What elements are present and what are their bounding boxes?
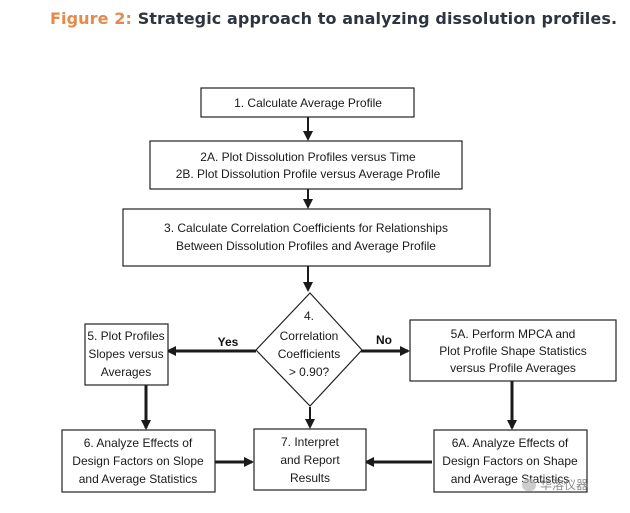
node-step6a: 6A. Analyze Effects of Design Factors on… [433,429,588,493]
node-step7: 7. Interpret and Report Results [253,428,367,491]
node-step6-line-2: Design Factors on Slope [72,454,204,468]
node-step4-line-3: Coefficients [278,347,340,361]
node-step7-line-1: 7. Interpret [281,435,340,449]
node-step7-line-2: and Report [280,453,340,467]
node-step6a-line-3: and Average Statistics [451,472,570,486]
watermark: 华溶仪器 [522,476,588,493]
node-step7-line-3: Results [290,471,330,485]
node-step6: 6. Analyze Effects of Design Factors on … [61,429,216,493]
node-step6-line-1: 6. Analyze Effects of [84,436,193,450]
node-step6-line-3: and Average Statistics [79,472,198,486]
node-step1-line-1: 1. Calculate Average Profile [234,96,382,110]
node-step3: 3. Calculate Correlation Coefficients fo… [122,208,491,267]
node-step3-line-2: Between Dissolution Profiles and Average… [176,239,436,253]
figure-label: Figure 2: [50,9,133,28]
node-step2: 2A. Plot Dissolution Profiles versus Tim… [149,140,463,190]
node-step2-line-2: 2B. Plot Dissolution Profile versus Aver… [176,167,441,181]
node-step6a-line-1: 6A. Analyze Effects of [452,436,569,450]
node-step5: 5. Plot Profiles Slopes versus Averages [84,323,169,386]
node-step6a-line-2: Design Factors on Shape [442,454,578,468]
node-step5a-line-1: 5A. Perform MPCA and [451,327,576,341]
wechat-icon [522,479,536,491]
node-step4-line-4: > 0.90? [289,365,330,379]
node-step5-line-3: Averages [101,365,151,379]
node-step4-line-2: Correlation [280,329,339,343]
branch-no-label: No [376,333,392,347]
node-step4-decision: 4. Correlation Coefficients > 0.90? [255,292,363,407]
node-step5a-line-3: versus Profile Averages [450,361,576,375]
figure-title: Strategic approach to analyzing dissolut… [137,9,618,28]
branch-yes-label: Yes [218,335,239,349]
node-step5a-line-2: Plot Profile Shape Statistics [439,344,586,358]
node-step5a: 5A. Perform MPCA and Plot Profile Shape … [409,319,617,382]
node-step3-line-1: 3. Calculate Correlation Coefficients fo… [164,221,448,235]
node-step2-line-1: 2A. Plot Dissolution Profiles versus Tim… [200,150,416,164]
node-step5-line-1: 5. Plot Profiles [87,329,164,343]
connectors [141,117,517,467]
node-step5-line-2: Slopes versus [88,347,163,361]
figure-caption: Figure 2: Strategic approach to analyzin… [50,9,617,28]
node-step4-line-1: 4. [304,309,314,323]
node-step1: 1. Calculate Average Profile [200,87,415,118]
watermark-text: 华溶仪器 [540,478,589,492]
